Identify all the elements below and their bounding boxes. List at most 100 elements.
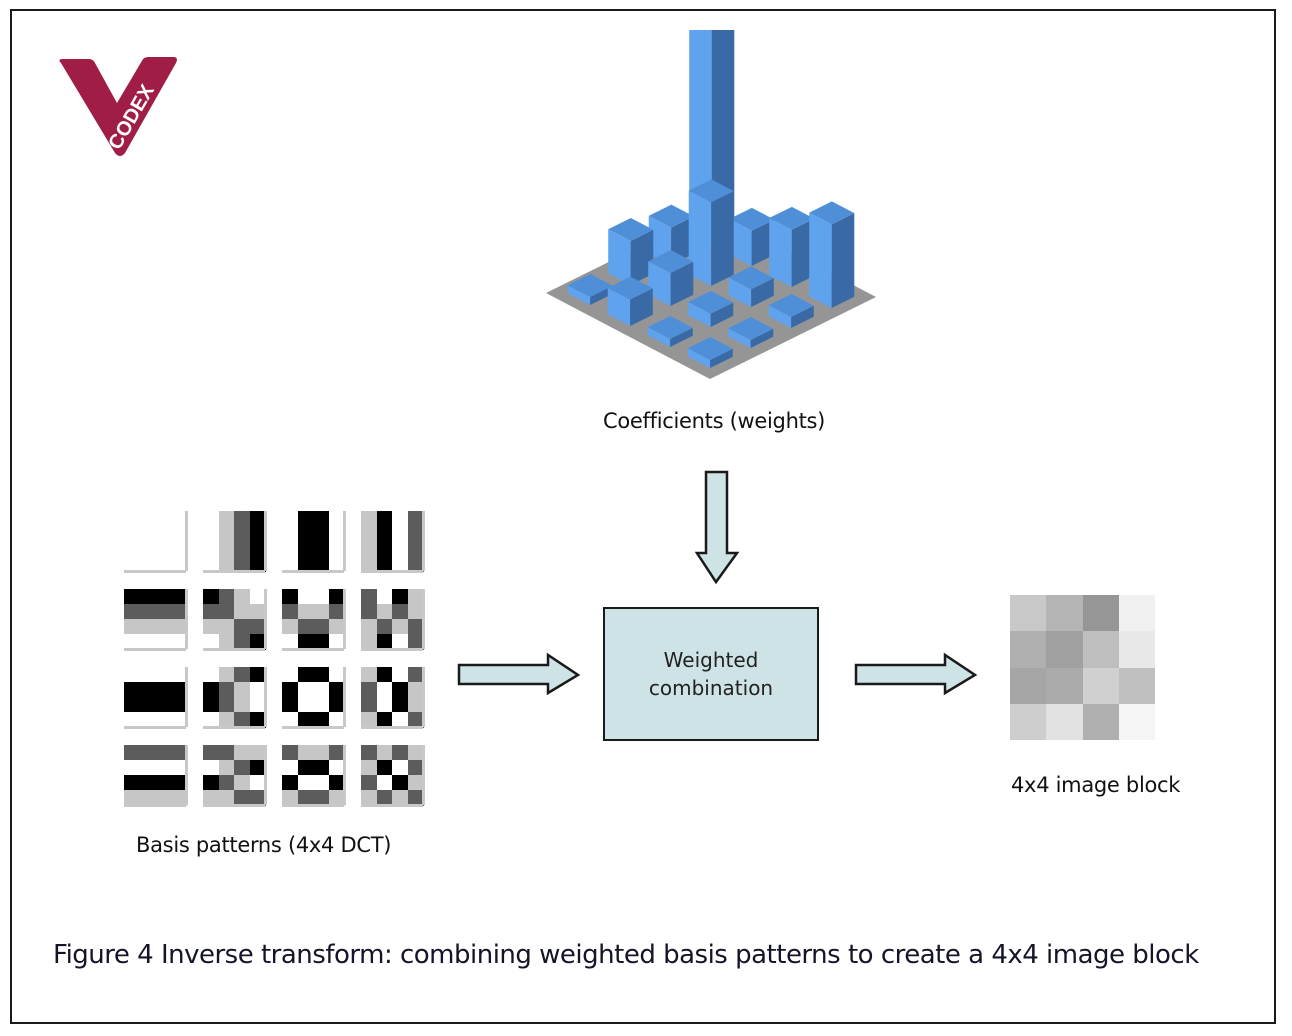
coefficient-bar <box>648 204 694 265</box>
basis-pattern-cell <box>407 712 424 728</box>
basis-pattern-cell <box>313 682 329 698</box>
tile-edge <box>264 667 267 727</box>
tile-edge <box>282 804 344 807</box>
tile-edge <box>361 804 423 807</box>
basis-pattern-cell <box>328 511 345 527</box>
basis-pattern-cell <box>297 511 314 527</box>
basis-pattern-cell <box>328 697 345 713</box>
basis-pattern-tile <box>124 589 188 651</box>
basis-pattern-cell <box>170 697 187 713</box>
tile-edge <box>343 667 346 727</box>
basis-pattern-cell <box>297 682 314 698</box>
basis-pattern-cell <box>407 541 424 557</box>
basis-pattern-cell <box>218 619 235 635</box>
bar-top-face <box>729 207 775 231</box>
basis-pattern-cell <box>155 712 171 728</box>
basis-pattern-cell <box>155 526 171 542</box>
basis-pattern-cell <box>218 760 235 776</box>
basis-pattern-cell <box>249 511 266 527</box>
basis-pattern-cell <box>361 697 377 713</box>
basis-pattern-cell <box>203 541 219 557</box>
basis-pattern-cell <box>392 775 408 791</box>
basis-pattern-cell <box>139 790 156 806</box>
basis-pattern-cell <box>361 619 377 635</box>
basis-pattern-cell <box>249 745 266 761</box>
tile-edge <box>203 804 265 807</box>
figure-caption: Figure 4 Inverse transform: combining we… <box>53 940 1199 970</box>
image-block-pixel <box>1046 595 1083 632</box>
basis-pattern-cell <box>218 790 235 806</box>
bar-front-face <box>729 219 752 266</box>
basis-pattern-cell <box>297 760 314 776</box>
tile-edge <box>124 570 186 573</box>
bar-top-face <box>728 266 774 290</box>
bar-side-face <box>711 191 734 286</box>
basis-pattern-cell <box>282 604 298 620</box>
basis-pattern-cell <box>392 790 408 806</box>
image-block-pixel <box>1082 703 1119 740</box>
basis-pattern-cell <box>234 682 250 698</box>
basis-pattern-cell <box>234 526 250 542</box>
basis-pattern-tile <box>361 745 425 807</box>
basis-pattern-cell <box>234 775 250 791</box>
bar-side-face <box>630 229 654 285</box>
basis-pattern-cell <box>328 712 345 728</box>
coefficient-bar <box>768 294 814 328</box>
bar-side-face <box>710 348 733 368</box>
basis-pattern-cell <box>313 790 329 806</box>
bar-front-face <box>567 285 591 305</box>
basis-pattern-cell <box>139 604 156 620</box>
basis-pattern-tile <box>282 589 346 651</box>
image-block-pixel <box>1046 667 1083 704</box>
bar-front-face <box>768 305 792 328</box>
basis-pattern-cell <box>139 667 156 683</box>
coefficient-bar <box>728 317 774 348</box>
basis-pattern-cell <box>234 790 250 806</box>
basis-pattern-tile <box>282 667 346 729</box>
bar-top-face <box>607 276 653 300</box>
basis-pattern-cell <box>234 760 250 776</box>
image-block-pixel <box>1118 595 1155 632</box>
output-image-block <box>1010 595 1155 740</box>
basis-pattern-cell <box>249 541 266 557</box>
basis-pattern-cell <box>170 745 187 761</box>
bar-side-face <box>710 302 734 327</box>
basis-pattern-cell <box>313 634 329 650</box>
basis-pattern-cell <box>407 745 424 761</box>
basis-pattern-cell <box>407 589 424 605</box>
basis-pattern-cell <box>203 619 219 635</box>
tile-edge <box>185 511 188 571</box>
basis-pattern-cell <box>361 604 377 620</box>
image-block-pixel <box>1082 631 1119 668</box>
basis-pattern-cell <box>392 745 408 761</box>
coefficient-bar <box>769 206 815 287</box>
basis-pattern-cell <box>155 556 171 572</box>
basis-pattern-cell <box>361 790 377 806</box>
bar-top-face <box>688 290 734 314</box>
image-block-pixel <box>1046 631 1083 668</box>
basis-pattern-tile <box>203 511 267 573</box>
bar-top-face <box>688 179 734 203</box>
basis-pattern-cell <box>282 526 298 542</box>
basis-pattern-cell <box>170 760 187 776</box>
basis-pattern-cell <box>328 619 345 635</box>
basis-pattern-cell <box>297 526 314 542</box>
basis-pattern-cell <box>124 667 140 683</box>
bar-side-face <box>751 278 774 307</box>
bar-side-face <box>751 219 775 266</box>
coefficient-bar <box>688 179 734 286</box>
basis-pattern-cell <box>124 589 140 605</box>
basis-pattern-cell <box>376 619 393 635</box>
basis-pattern-cell <box>203 682 219 698</box>
bar-front-face <box>648 261 671 306</box>
basis-pattern-tile <box>361 511 425 573</box>
bar-front-face <box>647 327 671 347</box>
basis-pattern-cell <box>234 604 250 620</box>
basis-pattern-cell <box>328 682 345 698</box>
bar-side-face <box>791 305 814 328</box>
tile-edge <box>343 745 346 805</box>
basis-pattern-tile <box>282 511 346 573</box>
basis-pattern-cell <box>328 556 345 572</box>
basis-pattern-cell <box>170 775 187 791</box>
basis-pattern-cell <box>234 619 250 635</box>
